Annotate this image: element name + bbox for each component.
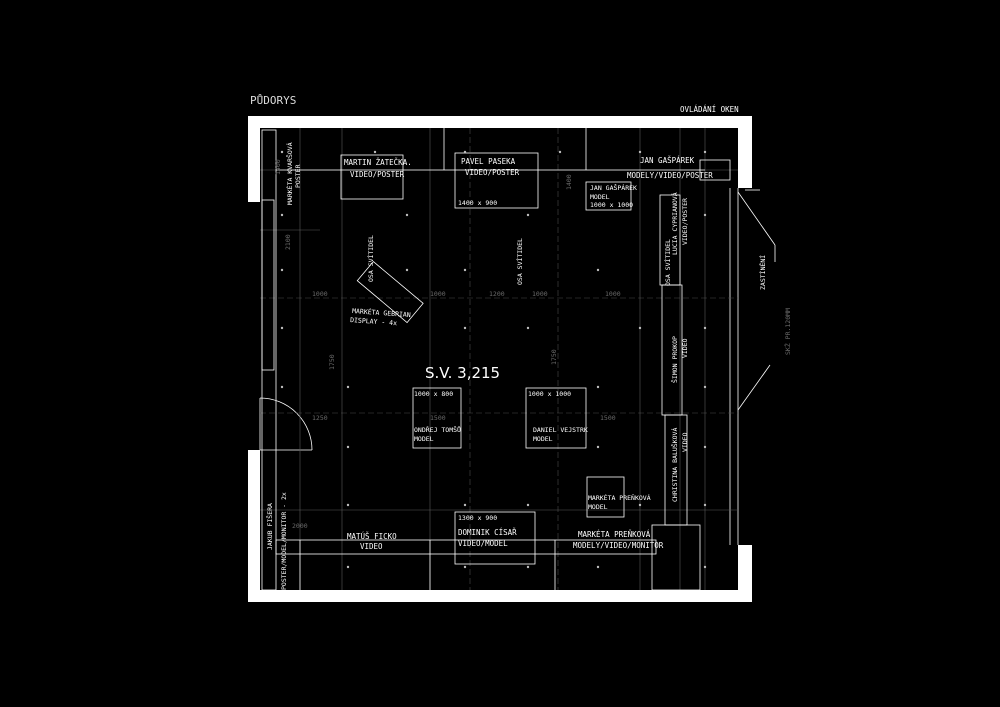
- dimension-label: 1000: [312, 290, 328, 298]
- light-axis-label-2: OSA SVÍTIDEL: [515, 238, 524, 285]
- exhibitor-media: MODEL: [588, 503, 608, 511]
- exhibitor-size: 1000 x 1000: [590, 201, 633, 209]
- door: [259, 397, 313, 451]
- window-control-label: OVLÁDÁNÍ OKEN: [680, 105, 739, 114]
- floor-label: SKŽ PR.120MM: [783, 308, 792, 355]
- exhibitor-name: JAN GAŠPÁREK: [640, 156, 695, 165]
- exhibitor-name: DOMINIK CÍSAŘ: [458, 528, 517, 537]
- objects: [340, 152, 632, 565]
- exhibitor-name: CHRISTINA BALUŠKOVÁ: [670, 428, 679, 502]
- exhibitor-size: 1400 x 900: [458, 199, 497, 207]
- exhibitor-name: DANIEL VEJSTRK: [533, 426, 588, 434]
- exhibitor-size: 1000 x 800: [414, 390, 453, 398]
- exhibitor-media: VIDEO/POSTER: [350, 170, 405, 179]
- exhibitor-name: MATÚŠ FICKO: [347, 532, 397, 541]
- exhibitor-media: VIDEO: [681, 432, 689, 452]
- dimension-label: 1750: [328, 354, 336, 370]
- exhibitor-media: POSTER/MODEL/MONITOR - 2x: [280, 492, 288, 590]
- exhibitor-media: DISPLAY - 4x: [350, 316, 397, 327]
- exhibitor-labels: MARTIN ŽATEČKA. VIDEO/POSTER PAVEL PASEK…: [265, 142, 713, 590]
- exhibitor-media: MODEL: [414, 435, 434, 443]
- exhibitor-name: ONDŘEJ TOMŠŮ: [414, 425, 461, 434]
- exhibitor-name: MARKÉTA PREŇKOVÁ: [578, 530, 651, 539]
- dimension-label: 1400: [565, 174, 573, 190]
- exhibitor-name: JAN GAŠPÁREK: [590, 183, 637, 192]
- exhibitor-media: VIDEO/MODEL: [458, 539, 508, 548]
- exhibitor-media: MODEL: [590, 193, 610, 201]
- dimension-label: 2000: [292, 522, 308, 530]
- exhibitor-name: MARTIN ŽATEČKA.: [344, 158, 412, 167]
- exhibitor-media: VIDEO: [360, 542, 383, 551]
- dimension-label: 1200: [489, 290, 505, 298]
- exhibitor-name: PAVEL PASEKA: [461, 157, 516, 166]
- exhibitor-name: MARKÉTA KVARŠOVÁ: [285, 142, 294, 205]
- exhibitor-name: LUCIA CYPRIANOVÁ: [670, 192, 679, 255]
- dimension-label: 1250: [312, 414, 328, 422]
- panels: [261, 128, 731, 591]
- window: [729, 188, 776, 545]
- exhibitor-name: MARKÉTA GEBRIAN: [352, 306, 411, 319]
- dimension-label: 1000: [430, 290, 446, 298]
- walls: [248, 116, 752, 602]
- exhibitor-name: ŠIMON PROKOP: [670, 336, 679, 383]
- exhibitor-media: VIDEO/POSTER: [681, 198, 689, 245]
- dimension-label: 1500: [600, 414, 616, 422]
- dimension-label: 1400: [274, 159, 282, 175]
- shading-label: ZASTÍNĚNÍ: [758, 255, 767, 290]
- exhibitor-media: POSTER: [294, 164, 302, 188]
- exhibitor-size: 1300 x 900: [458, 514, 497, 522]
- exhibitor-media: MODEL: [533, 435, 553, 443]
- light-axis-label-1: OSA SVÍTIDEL: [366, 235, 375, 282]
- exhibitor-size: 1000 x 1000: [528, 390, 571, 398]
- exhibitor-name: MARKÉTA PREŇKOVÁ: [588, 493, 651, 502]
- exhibitor-media: VIDEO/POSTER: [465, 168, 520, 177]
- exhibitor-media: VIDEO: [681, 338, 689, 358]
- ceiling-lights: [280, 150, 707, 569]
- dimension-label: 1000: [605, 290, 621, 298]
- dimension-label: 1750: [550, 349, 558, 365]
- exhibitor-name: JAKUB FIŠERA: [265, 503, 274, 550]
- dimension-labels: 1000 1000 1200 1000 1000 1250 1500 1500 …: [274, 159, 621, 530]
- dimension-label: 1000: [532, 290, 548, 298]
- room-label: S.V. 3,215: [425, 364, 500, 382]
- plan-title: PŮDORYS: [250, 94, 296, 107]
- dimension-label: 1500: [430, 414, 446, 422]
- exhibitor-media: MODELY/VIDEO/MONITOR: [573, 541, 664, 550]
- light-axis-label-3: OSA SVÍTIDEL: [663, 239, 672, 286]
- exhibitor-media: MODELY/VIDEO/POSTER: [627, 171, 713, 180]
- dimension-label: 2100: [284, 234, 292, 250]
